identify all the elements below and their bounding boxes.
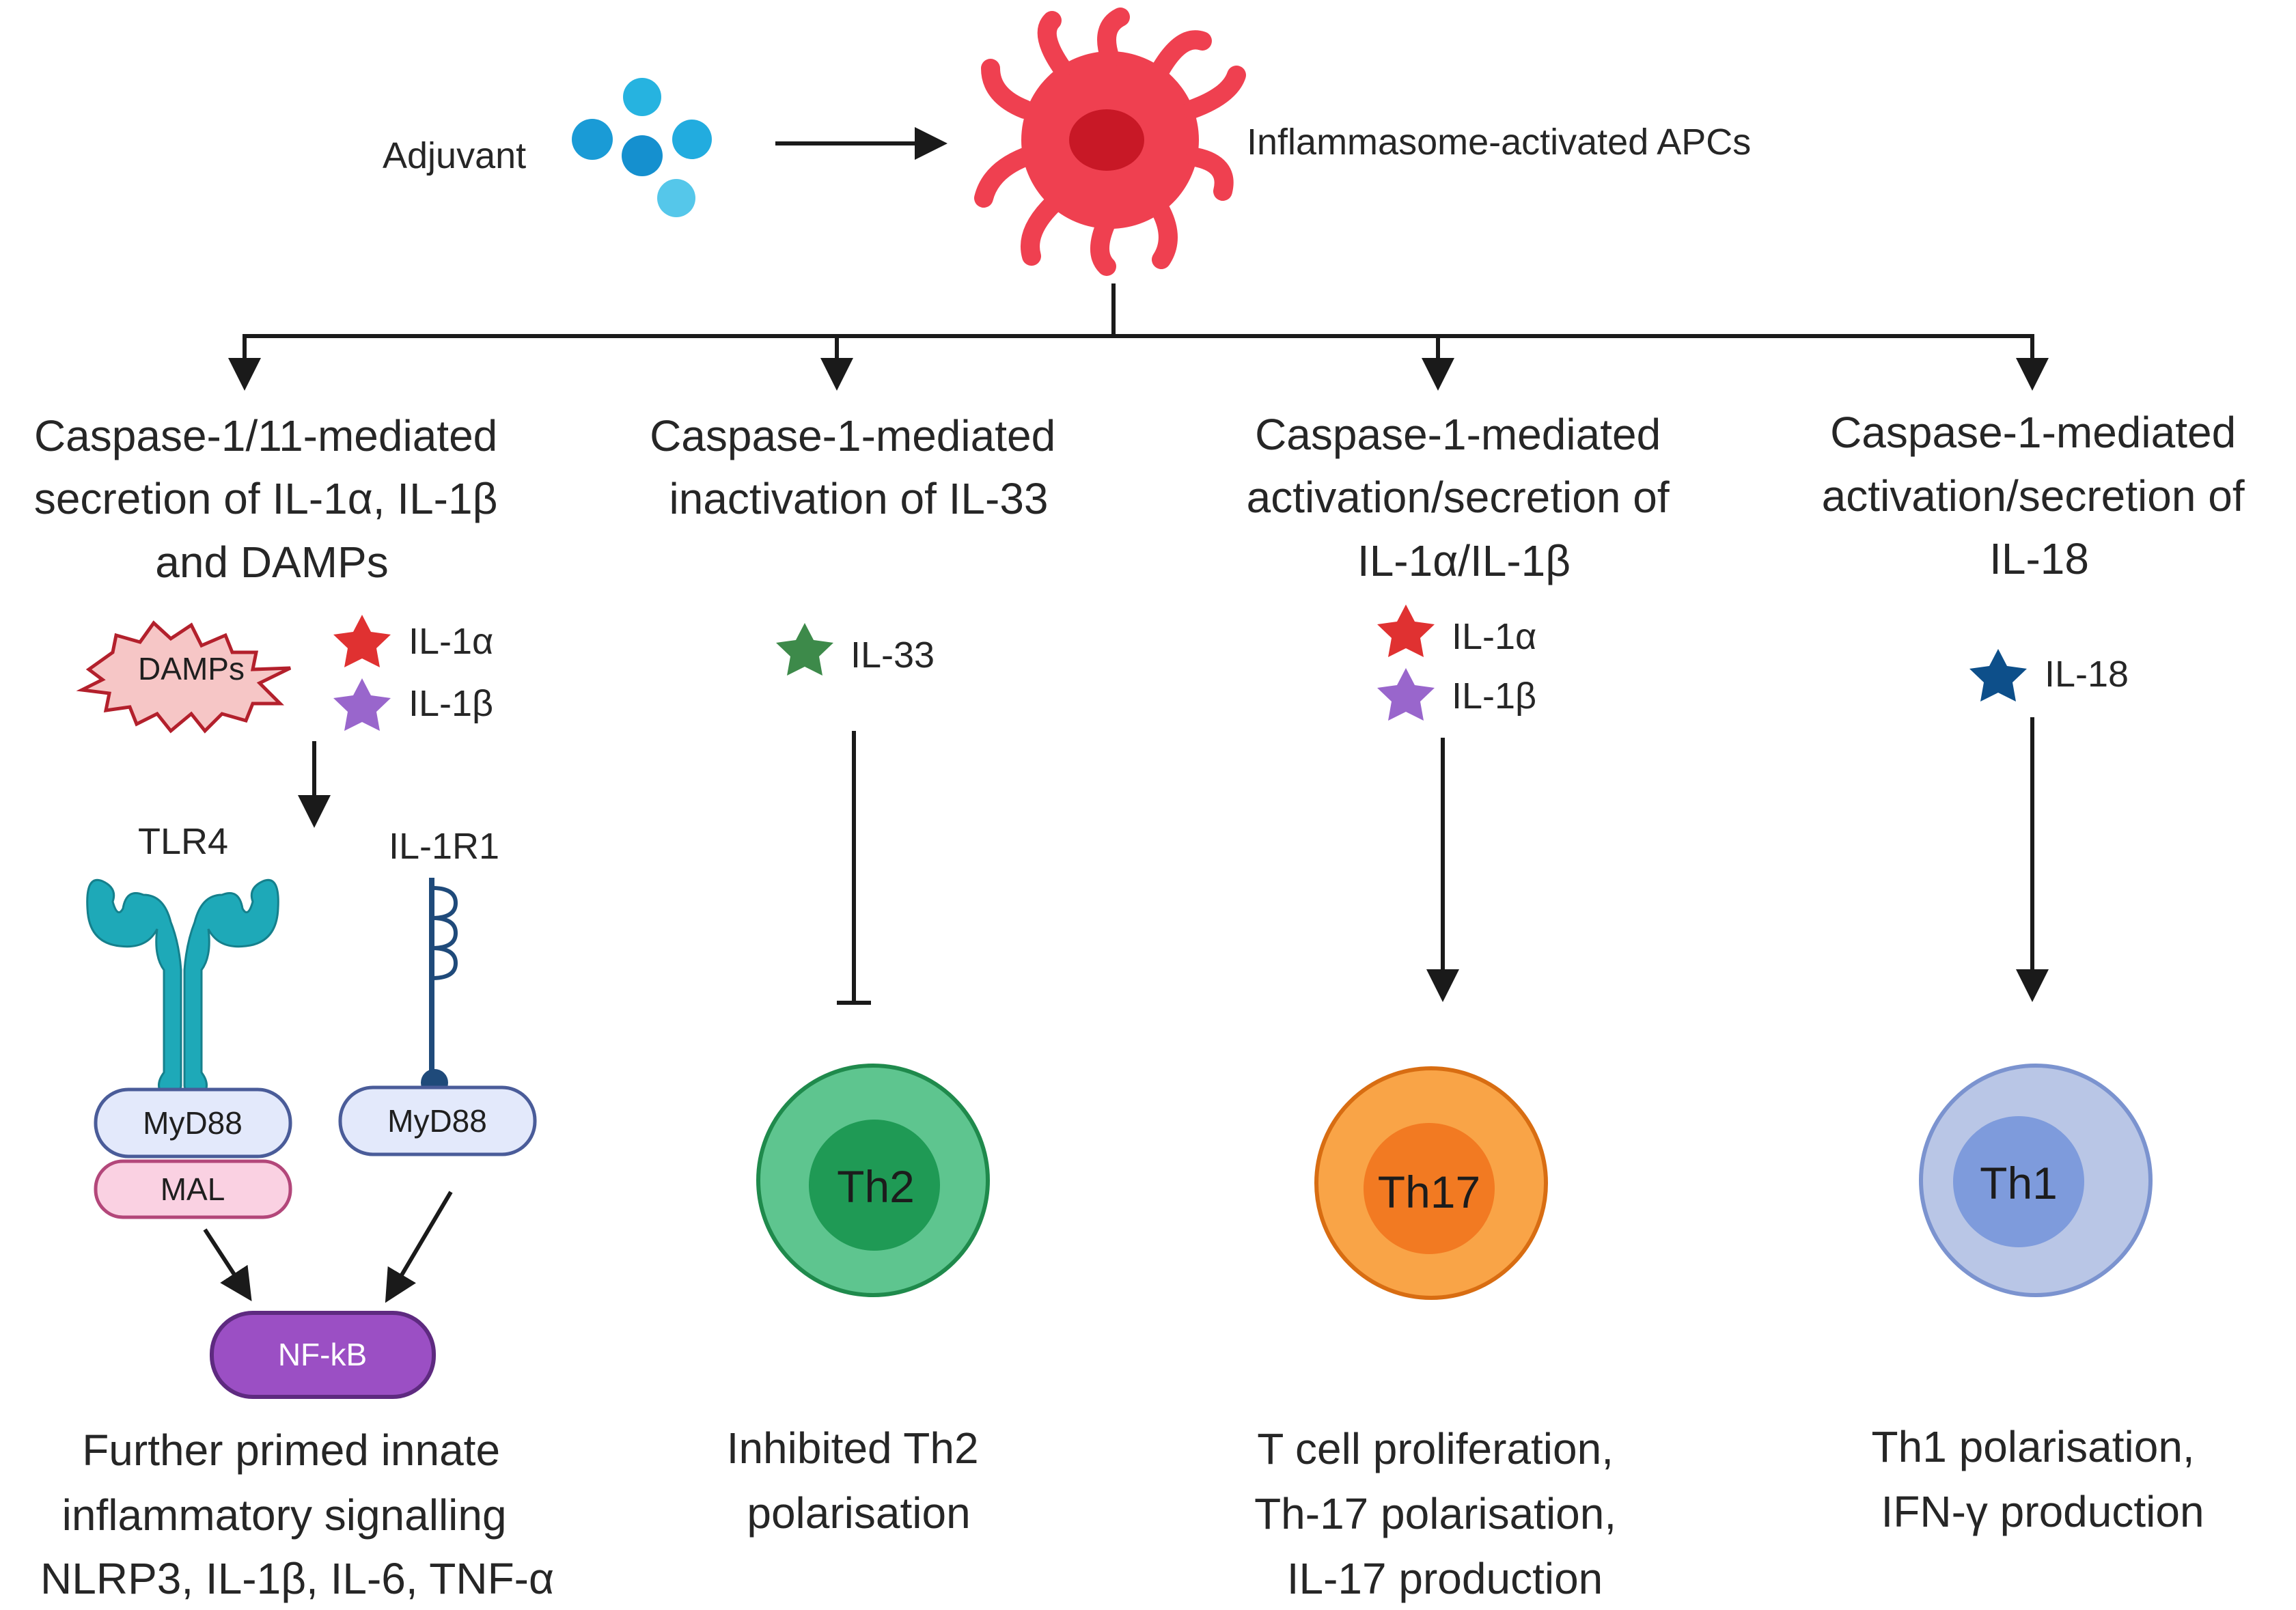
col4-heading-line2: activation/secretion of bbox=[1822, 471, 2245, 521]
th1-label: Th1 bbox=[1980, 1158, 2058, 1208]
nfkb-box bbox=[210, 1311, 436, 1399]
mal-label: MAL bbox=[161, 1171, 225, 1207]
col4-outcome-line2: IFN-γ production bbox=[1881, 1487, 2204, 1536]
col3-outcome-line3: IL-17 production bbox=[1287, 1554, 1603, 1603]
col2-heading: Caspase-1-mediated inactivation of IL-33 bbox=[650, 411, 1068, 523]
inhibition-bar-col2 bbox=[837, 731, 871, 1005]
th2-label: Th2 bbox=[837, 1161, 915, 1212]
col2-heading-line2: inactivation of IL-33 bbox=[669, 474, 1049, 523]
star-col3-il1b-icon bbox=[1377, 668, 1435, 721]
col1-outcome-line2: inflammatory signalling bbox=[62, 1490, 507, 1540]
col1-outcome-line1: Further primed innate bbox=[82, 1426, 500, 1475]
il1r1-label: IL-1R1 bbox=[389, 826, 499, 867]
th2-cell: Th2 bbox=[756, 1064, 990, 1297]
star-il18-icon bbox=[1969, 649, 2027, 702]
col1-heading-line1: Caspase-1/11-mediated bbox=[34, 411, 497, 460]
myd88-right-label: MyD88 bbox=[387, 1103, 487, 1139]
myd88-left-label: MyD88 bbox=[143, 1105, 243, 1141]
col4-heading-line3: IL-18 bbox=[1989, 534, 2089, 583]
col3-cytokine-il1a: IL-1α bbox=[1452, 616, 1536, 657]
col1-heading-line2: secretion of IL-1α, IL-1β bbox=[34, 474, 498, 523]
apc-label: Inflammasome-activated APCs bbox=[1247, 122, 1751, 163]
arrow-myd88-to-nfkb bbox=[385, 1191, 453, 1303]
myd88-left-box bbox=[94, 1087, 292, 1158]
col3-outcome-line2: Th-17 polarisation, bbox=[1254, 1489, 1616, 1538]
col4-cytokine-il18: IL-18 bbox=[2045, 654, 2129, 695]
star-il1a-icon bbox=[333, 615, 391, 667]
col2-outcome-line2: polarisation bbox=[747, 1488, 970, 1538]
col2-heading-line1: Caspase-1-mediated bbox=[650, 411, 1055, 460]
branch-connectors bbox=[228, 283, 2049, 391]
col4-heading-line1: Caspase-1-mediated bbox=[1830, 408, 2236, 457]
col1-heading: Caspase-1/11-mediated secretion of IL-1α… bbox=[34, 411, 510, 587]
mal-box bbox=[94, 1159, 292, 1219]
col3-heading: Caspase-1-mediated activation/secretion … bbox=[1247, 410, 1682, 585]
col4-outcome-line1: Th1 polarisation, bbox=[1872, 1422, 2195, 1471]
adjuvant-particles-icon bbox=[572, 78, 712, 217]
th17-cell: Th17 bbox=[1314, 1066, 1548, 1300]
col3-heading-line2: activation/secretion of bbox=[1247, 473, 1670, 522]
col4-heading: Caspase-1-mediated activation/secretion … bbox=[1822, 408, 2257, 583]
col3-outcome-line1: T cell proliferation, bbox=[1257, 1424, 1614, 1473]
th1-cell: Th1 bbox=[1919, 1064, 2153, 1297]
adjuvant-label: Adjuvant bbox=[383, 135, 526, 176]
col1-cytokine-il1a: IL-1α bbox=[409, 621, 493, 662]
th17-label: Th17 bbox=[1378, 1167, 1480, 1217]
apc-cell-icon bbox=[974, 8, 1246, 276]
damps-burst-icon: DAMPs bbox=[76, 620, 292, 734]
col3-cytokine-il1b: IL-1β bbox=[1452, 676, 1536, 717]
arrow-mal-to-nfkb bbox=[203, 1228, 252, 1302]
col2-outcome: Inhibited Th2 polarisation bbox=[727, 1424, 991, 1538]
col1-outcome: Further primed innate inflammatory signa… bbox=[40, 1426, 554, 1603]
col1-heading-line3: and DAMPs bbox=[155, 538, 388, 587]
col1-outcome-line3: NLRP3, IL-1β, IL-6, TNF-α bbox=[40, 1554, 554, 1603]
col3-heading-line3: IL-1α/IL-1β bbox=[1357, 536, 1571, 585]
col2-outcome-line1: Inhibited Th2 bbox=[727, 1424, 979, 1473]
star-col3-il1a-icon bbox=[1377, 605, 1435, 657]
col3-outcome: T cell proliferation, Th-17 polarisation… bbox=[1254, 1424, 1629, 1603]
nfkb-label: NF-kB bbox=[278, 1337, 367, 1372]
myd88-right-box bbox=[338, 1085, 537, 1156]
damps-label: DAMPs bbox=[138, 651, 245, 686]
col3-heading-line1: Caspase-1-mediated bbox=[1255, 410, 1661, 459]
col1-cytokine-il1b: IL-1β bbox=[409, 683, 493, 724]
star-il1b-icon bbox=[333, 678, 391, 731]
il1r1-receptor-icon bbox=[421, 878, 458, 1096]
col4-outcome: Th1 polarisation, IFN-γ production bbox=[1872, 1422, 2207, 1536]
tlr4-label: TLR4 bbox=[138, 821, 228, 862]
star-il33-icon bbox=[776, 623, 833, 676]
tlr4-receptor-icon bbox=[86, 879, 279, 1099]
col2-cytokine-il33: IL-33 bbox=[850, 635, 935, 676]
